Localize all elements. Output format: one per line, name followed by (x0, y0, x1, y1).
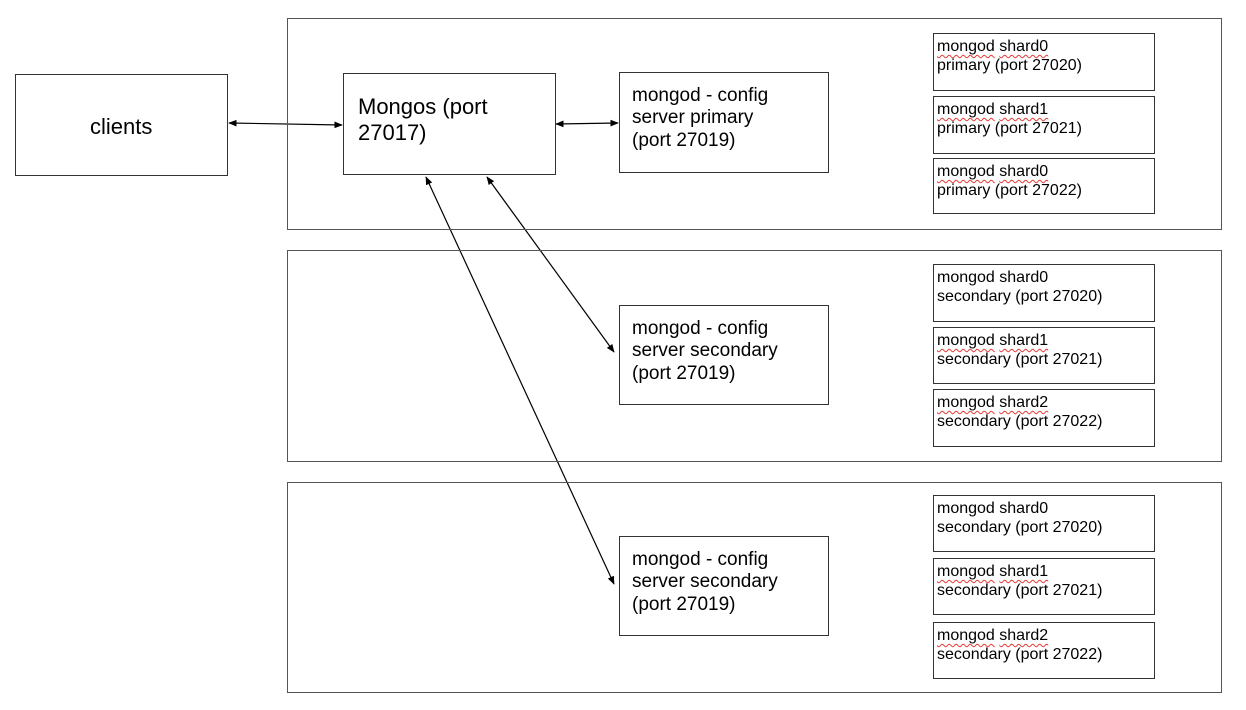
shard-name: shard1 (999, 563, 1049, 580)
shard-role-port: secondary (port 27022) (937, 645, 1103, 663)
shard-role-port: secondary (port 27020) (937, 287, 1103, 305)
arrow-mongos-config-primary (555, 119, 619, 128)
shard-word: mongod (937, 332, 995, 349)
config-server-secondary-1: mongod - config server secondary (port 2… (619, 305, 829, 405)
config-server-secondary-1-label: mongod - config server secondary (port 2… (632, 318, 778, 384)
clients-node: clients (15, 74, 228, 176)
shard-role-port: secondary (port 27022) (937, 412, 1103, 430)
replica-group-2 (287, 250, 1222, 462)
arrow-mongos-config-secondary-2 (425, 176, 615, 585)
mongos-label: Mongos (port 27017) (358, 94, 488, 145)
arrow-clients-mongos (228, 119, 343, 129)
shard-name: shard0 (999, 38, 1049, 55)
clients-label: clients (90, 114, 153, 139)
shard-name: shard0 (999, 163, 1049, 180)
mongos-node: Mongos (port 27017) (343, 73, 556, 175)
shard-word: mongod (937, 163, 995, 180)
config-server-primary: mongod - config server primary (port 270… (619, 72, 829, 173)
config-server-secondary-2: mongod - config server secondary (port 2… (619, 536, 829, 636)
shard-role-port: primary (port 27022) (937, 181, 1082, 199)
shard-name: shard0 (999, 500, 1049, 517)
replica-group-3 (287, 482, 1222, 693)
shard-word: mongod (937, 269, 995, 286)
shard-word: mongod (937, 563, 995, 580)
shard-name: shard2 (999, 394, 1049, 411)
shard-word: mongod (937, 38, 995, 55)
shard-word: mongod (937, 394, 995, 411)
shard-role-port: primary (port 27021) (937, 119, 1082, 137)
shard-word: mongod (937, 101, 995, 118)
shard-word: mongod (937, 627, 995, 644)
replica-group-1 (287, 18, 1222, 230)
shard-name: shard0 (999, 269, 1049, 286)
shard-name: shard2 (999, 627, 1049, 644)
shard-role-port: secondary (port 27021) (937, 350, 1103, 368)
shard-role-port: primary (port 27020) (937, 56, 1082, 74)
shard-role-port: secondary (port 27020) (937, 518, 1103, 536)
shard-name: shard1 (999, 332, 1049, 349)
config-server-primary-label: mongod - config server primary (port 270… (632, 85, 769, 151)
shard-name: shard1 (999, 101, 1049, 118)
shard-role-port: secondary (port 27021) (937, 581, 1103, 599)
config-server-secondary-2-label: mongod - config server secondary (port 2… (632, 549, 778, 615)
shard-word: mongod (937, 500, 995, 517)
